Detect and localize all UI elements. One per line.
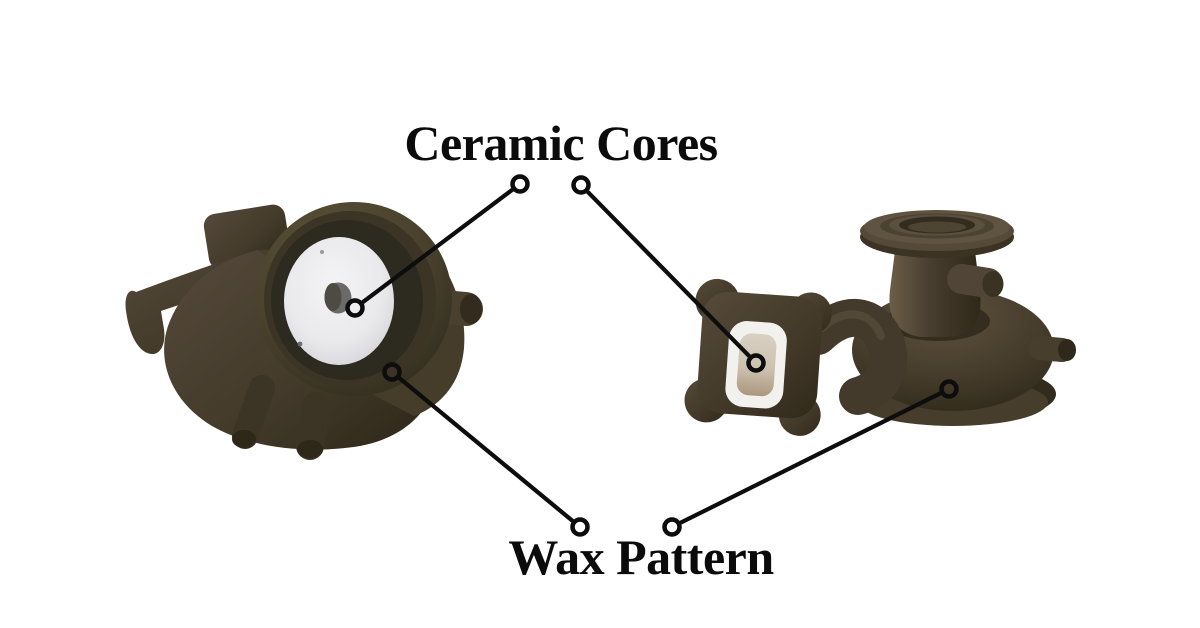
left-pattern-leg-tip [232, 430, 256, 448]
left-pattern-leg [296, 392, 330, 460]
leader-endpoint [510, 174, 530, 194]
leader-endpoint [382, 362, 402, 382]
leader-wax-to-right-body [679, 391, 942, 525]
left-core-hole-shadow [324, 283, 342, 311]
disc-speckle [297, 341, 303, 347]
leader-ceramic-to-left-core [361, 188, 514, 304]
leader-endpoint [570, 517, 590, 537]
left-pattern-leg [232, 375, 275, 449]
left-pattern-stub-tip [460, 294, 482, 324]
leader-endpoints [345, 174, 959, 537]
right-pattern-core-plate [684, 278, 832, 436]
right-pattern-stub-tip [1058, 339, 1076, 361]
disc-speckle [320, 250, 324, 254]
right-pattern-connector-arm [799, 299, 908, 415]
wax-pattern-label: Wax Pattern [508, 529, 774, 585]
left-pattern-leg-tip [297, 440, 323, 458]
right-wax-pattern [684, 210, 1076, 436]
leader-endpoint [345, 298, 365, 318]
right-pattern-top-flange [860, 210, 1014, 258]
right-pattern-neck-stub-tip [982, 271, 1004, 297]
leader-endpoint [939, 379, 959, 399]
ceramic-cores-label: Ceramic Cores [404, 115, 718, 171]
right-core-cavity [736, 333, 777, 397]
flange-opening-floor [908, 221, 966, 233]
leader-endpoint [571, 175, 591, 195]
leader-endpoint [662, 517, 682, 537]
leader-endpoint [746, 353, 766, 373]
left-wax-pattern [125, 202, 483, 460]
leader-wax-to-left-body [397, 376, 575, 523]
leader-lines [345, 174, 959, 537]
leader-ceramic-to-right-core [586, 190, 751, 358]
